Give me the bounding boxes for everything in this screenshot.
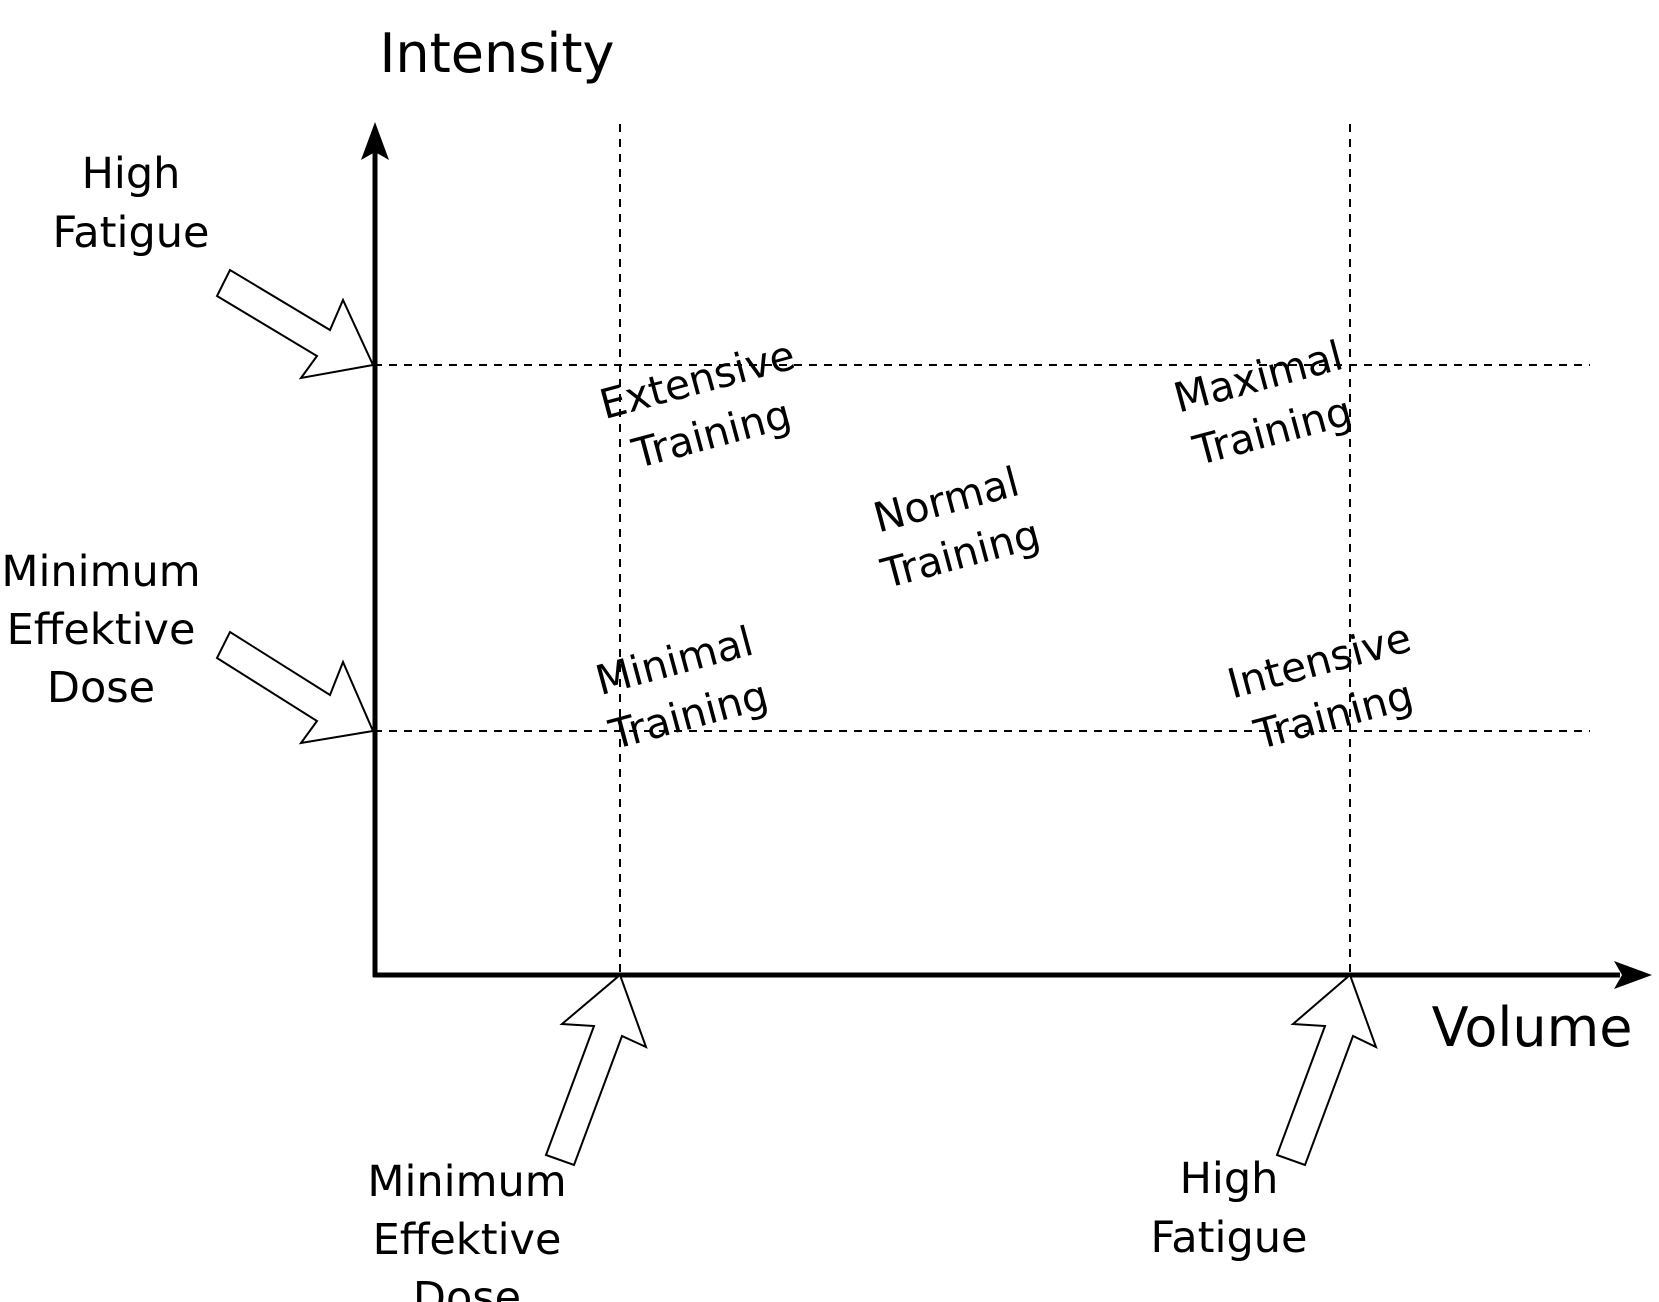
y-high-fatigue-line-1: High <box>82 149 181 199</box>
zone-maximal-training: Maximal Training <box>1169 331 1357 475</box>
x-minimum-dose-line-1: Minimum <box>367 1157 566 1207</box>
y-minimum-dose-line-2: Effektive <box>7 605 196 655</box>
x-minimum-dose-line-3: Dose <box>413 1273 521 1302</box>
y-minimum-dose-line-1: Minimum <box>1 547 200 597</box>
y-axis-title: Intensity <box>379 22 614 85</box>
y-minimum-dose-label: Minimum Effektive Dose <box>1 547 200 713</box>
y-high-fatigue-line-2: Fatigue <box>53 208 210 258</box>
x-axis-arrowhead <box>1614 961 1652 989</box>
x-minimum-dose-line-2: Effektive <box>373 1215 562 1265</box>
zone-normal-training: Normal Training <box>868 458 1045 599</box>
x-axis-title: Volume <box>1432 996 1633 1059</box>
y-axis-arrowhead <box>361 122 389 160</box>
minimum-dose-volume-arrow <box>544 973 648 1167</box>
y-high-fatigue-label: High Fatigue <box>53 149 210 258</box>
x-minimum-dose-label: Minimum Effektive Dose <box>367 1157 566 1302</box>
zone-extensive-training: Extensive Training <box>595 331 800 478</box>
zone-minimal-training: Minimal Training <box>590 617 773 759</box>
x-high-fatigue-line-2: Fatigue <box>1151 1213 1308 1263</box>
high-fatigue-intensity-arrow <box>215 268 375 380</box>
y-minimum-dose-line-3: Dose <box>47 663 155 713</box>
high-fatigue-volume-arrow <box>1275 973 1378 1167</box>
zone-intensive-training: Intensive Training <box>1222 613 1418 759</box>
minimum-dose-intensity-arrow <box>215 630 375 745</box>
x-high-fatigue-label: High Fatigue <box>1151 1154 1308 1263</box>
x-high-fatigue-line-1: High <box>1180 1154 1279 1204</box>
